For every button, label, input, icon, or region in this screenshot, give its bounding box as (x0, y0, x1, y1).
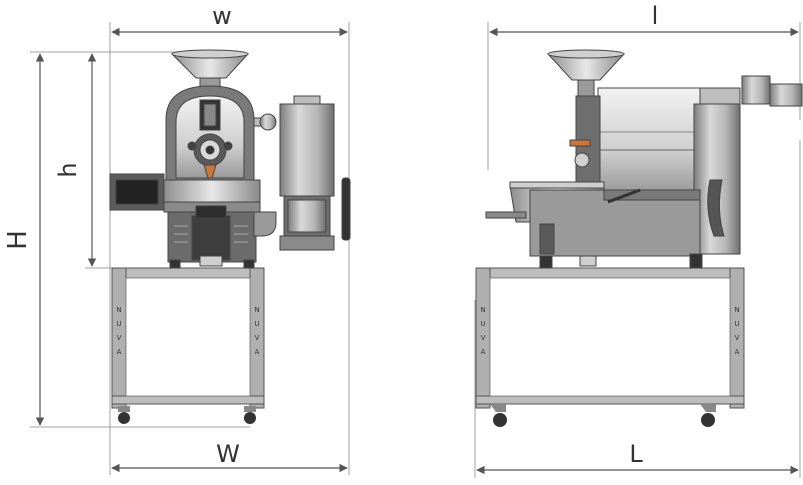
stand-letter: U (734, 320, 739, 328)
stand-letter: N (734, 306, 739, 314)
stand-letter: U (116, 320, 121, 328)
stand-letter: V (117, 334, 122, 342)
stand-letter: A (735, 348, 740, 356)
label-H: H (3, 230, 33, 250)
stand-letter: N (116, 306, 121, 314)
side-stand: N U V A N U V A (475, 267, 745, 427)
stand-letter: V (481, 334, 486, 342)
side-view: l L N U V A N U V A (474, 2, 803, 478)
stand-letter: N (254, 306, 259, 314)
side-roaster (485, 49, 803, 269)
stand-letter: U (480, 320, 485, 328)
stand-letter: A (117, 348, 122, 356)
stand-letter: A (481, 348, 486, 356)
stand-letter: U (254, 320, 259, 328)
front-view: w W H h N U V A N U (3, 2, 351, 475)
label-l: l (652, 2, 659, 30)
label-W: W (216, 440, 240, 468)
stand-letter: V (735, 334, 740, 342)
stand-letter: A (255, 348, 260, 356)
front-roaster (109, 49, 351, 269)
label-L: L (629, 440, 643, 468)
label-h: h (54, 162, 82, 177)
label-w: w (212, 2, 232, 30)
stand-letter: V (255, 334, 260, 342)
front-stand: N U V A N U V A (111, 267, 265, 424)
stand-letter: N (480, 306, 485, 314)
